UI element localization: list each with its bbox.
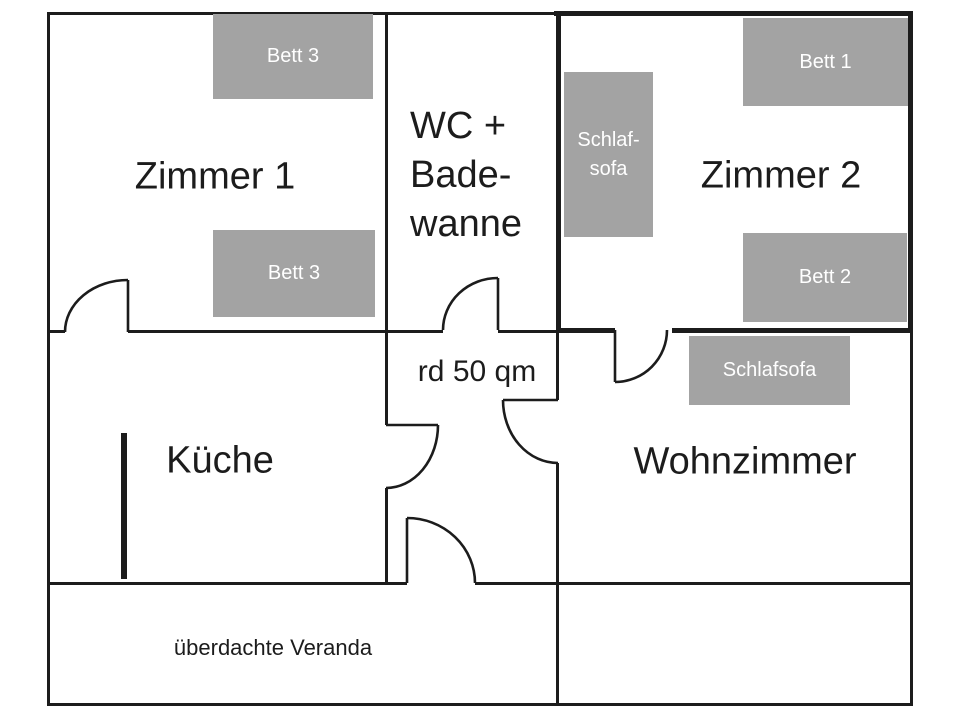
bed-label: Bett 3 [267,262,321,284]
sofa-label-line1: Schlaf- [577,128,640,151]
room-label-kueche: Küche [166,439,274,482]
bed-label: Bett 2 [798,266,852,288]
bed-bett1: Bett 1 [743,18,908,106]
wc-label-line1: WC + [410,105,507,147]
inner-walls [47,13,913,706]
outer-walls [47,12,913,706]
room-label-wohnzimmer: Wohnzimmer [633,440,857,483]
room-label-wc-bad: WC + Bade- wanne [410,102,522,249]
room-label-veranda: überdachte Veranda [173,635,373,660]
area-size-label: rd 50 qm [417,355,537,388]
door-veranda [405,516,477,584]
door-zimmer1 [63,278,130,333]
sofa-label-line2: sofa [589,157,628,180]
room-label-zimmer1: Zimmer 1 [134,155,296,198]
room-label-zimmer2: Zimmer 2 [700,154,862,197]
bed-bett3-top: Bett 3 [213,14,373,99]
door-zimmer2 [613,329,669,384]
bed-label: Bett 1 [799,50,852,73]
door-kueche [385,423,440,490]
zimmer2-thick-walls [554,11,913,333]
sofa-schlafsofa-wohnzimmer: Schlafsofa [689,336,850,405]
wc-label-line2: Bade- [410,154,512,196]
bed-bett2: Bett 2 [743,233,907,322]
bed-label: Bett 3 [266,45,320,67]
bed-bett3-bottom: Bett 3 [213,230,375,317]
wc-label-line3: wanne [410,203,522,245]
sofa-schlafsofa-zimmer2: Schlaf- sofa [564,72,653,237]
door-wc [441,276,500,331]
sofa-label: Schlafsofa [722,359,817,381]
kitchen-counter-wall [121,433,127,579]
door-wohnzimmer [501,398,559,465]
